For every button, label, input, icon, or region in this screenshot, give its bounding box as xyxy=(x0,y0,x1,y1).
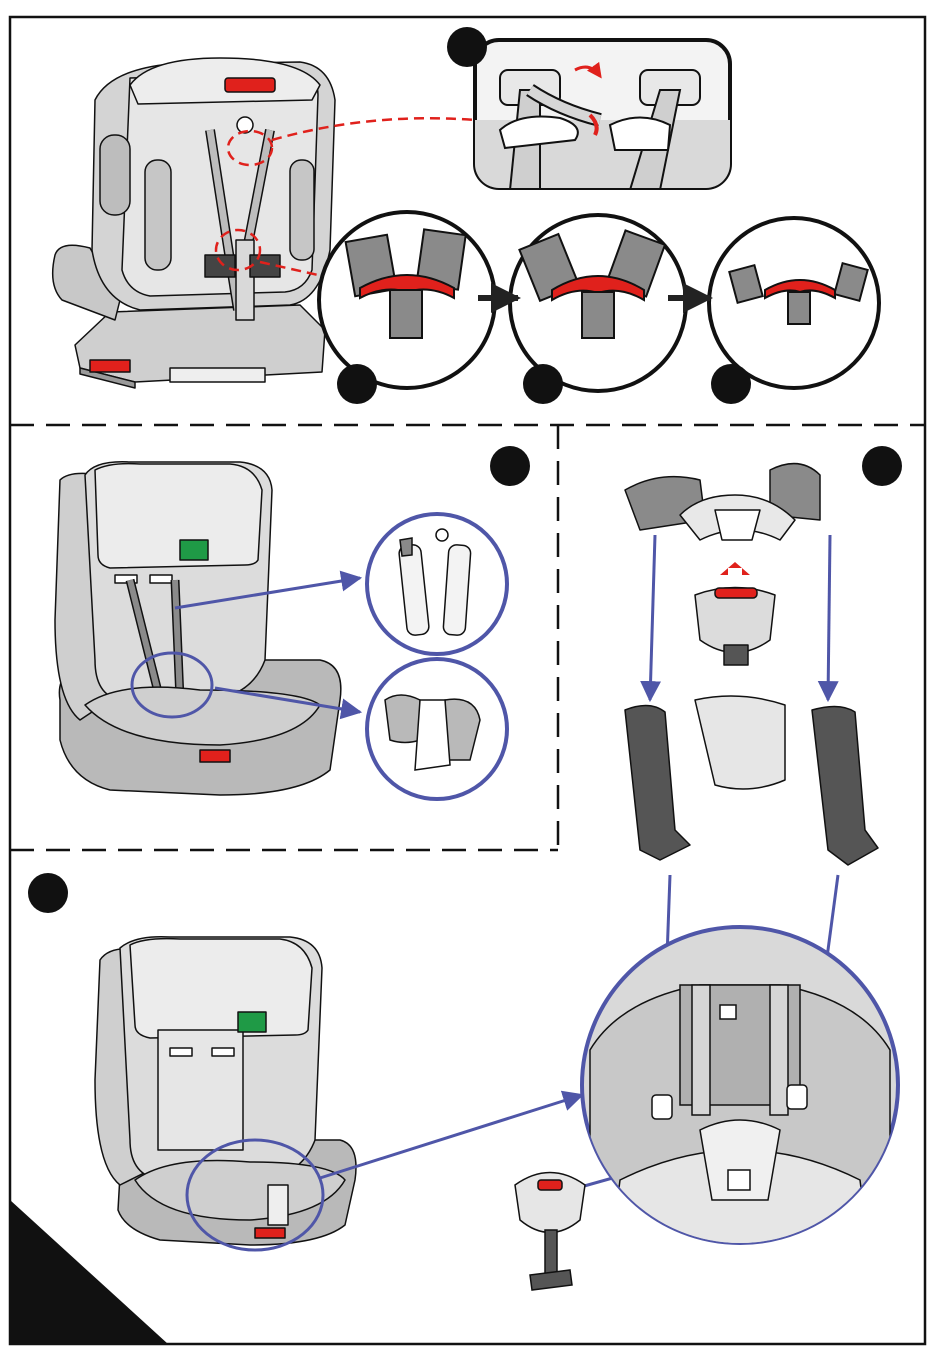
seat-back-view xyxy=(53,58,335,388)
shoulder-pads-detail xyxy=(367,514,507,654)
buckle-detail xyxy=(515,1173,585,1291)
seat-front-view-bottom xyxy=(95,937,356,1245)
buckle-parts xyxy=(625,464,878,865)
step-marker-mid-left xyxy=(490,446,530,486)
step-marker-right xyxy=(862,446,902,486)
step-marker-clip-2 xyxy=(523,364,563,404)
clip-step-1 xyxy=(319,212,495,388)
seat-zoom-detail xyxy=(582,927,898,1260)
seat-front-view-mid xyxy=(55,462,341,795)
step-marker-clip-1 xyxy=(337,364,377,404)
step-marker-clip-3 xyxy=(711,364,751,404)
clip-step-3 xyxy=(709,218,879,388)
crotch-pad-detail xyxy=(367,659,507,799)
step-marker-bottom xyxy=(28,873,68,913)
step-marker-inset xyxy=(447,27,487,67)
hands-inset xyxy=(475,40,730,190)
